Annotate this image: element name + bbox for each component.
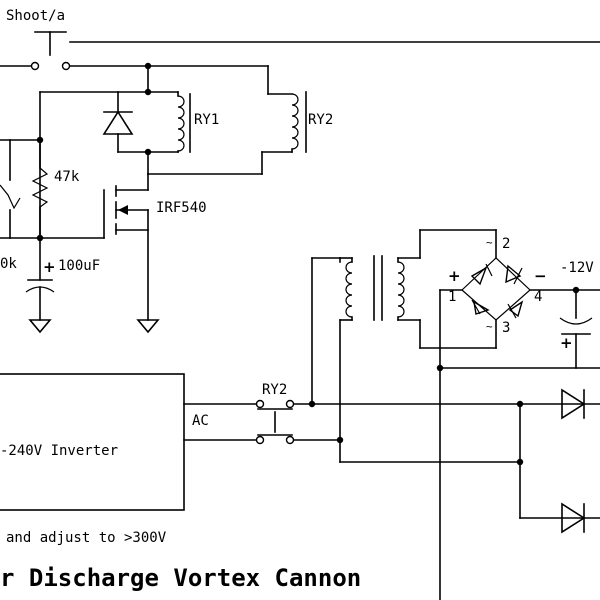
adjust-note: and adjust to >300V [6,530,167,546]
relay2-coil: RY2 [261,65,333,175]
relay2-contacts: RY2 [183,382,600,445]
svg-text:+: + [43,258,56,276]
resistor-partial-label: 0k [0,256,17,272]
inverter-block: -240V Inverter AC and adjust to >300V [0,373,209,546]
resistor-47k: 47k [31,139,80,239]
bridge-plus-label: + [448,267,461,285]
shoot-switch: Shoot/a [0,8,269,71]
relay1-label: RY1 [194,112,219,128]
relay2-contacts-label: RY2 [262,382,287,398]
ac-label: AC [192,413,209,429]
bridge-rectifier: ~ ~ 2 1 4 3 + − [419,229,577,600]
output-diode-lower [516,403,600,534]
transformer [311,229,421,441]
bridge-minus-label: − [534,267,547,285]
bridge-pin3-label: 3 [502,320,510,336]
svg-text:~: ~ [486,236,493,249]
diagram-title: r Discharge Vortex Cannon [0,564,361,592]
relay2-label: RY2 [308,112,333,128]
inverter-label: -240V Inverter [0,443,118,459]
bridge-pin4-label: 4 [534,289,542,305]
svg-text:+: + [560,334,573,352]
mosfet-label: IRF540 [156,200,207,216]
resistor-47k-label: 47k [54,169,80,185]
relay1-coil: RY1 [177,91,219,153]
supply-voltage-label: -12V [560,260,594,276]
ground-symbol-mosfet [136,319,160,334]
capacitor-label: 100uF [58,258,100,274]
bridge-pin1-label: 1 [448,289,456,305]
capacitor-100uf: + 100uF [25,237,100,321]
zener-partial [0,139,41,239]
svg-text:~: ~ [486,320,493,333]
ground-symbol-left [28,319,52,334]
shoot-switch-label: Shoot/a [6,8,65,24]
mosfet-irf540: IRF540 [39,173,207,321]
supply-capacitor: + -12V [559,260,600,369]
bridge-pin2-label: 2 [502,236,510,252]
flyback-diode [102,91,134,153]
